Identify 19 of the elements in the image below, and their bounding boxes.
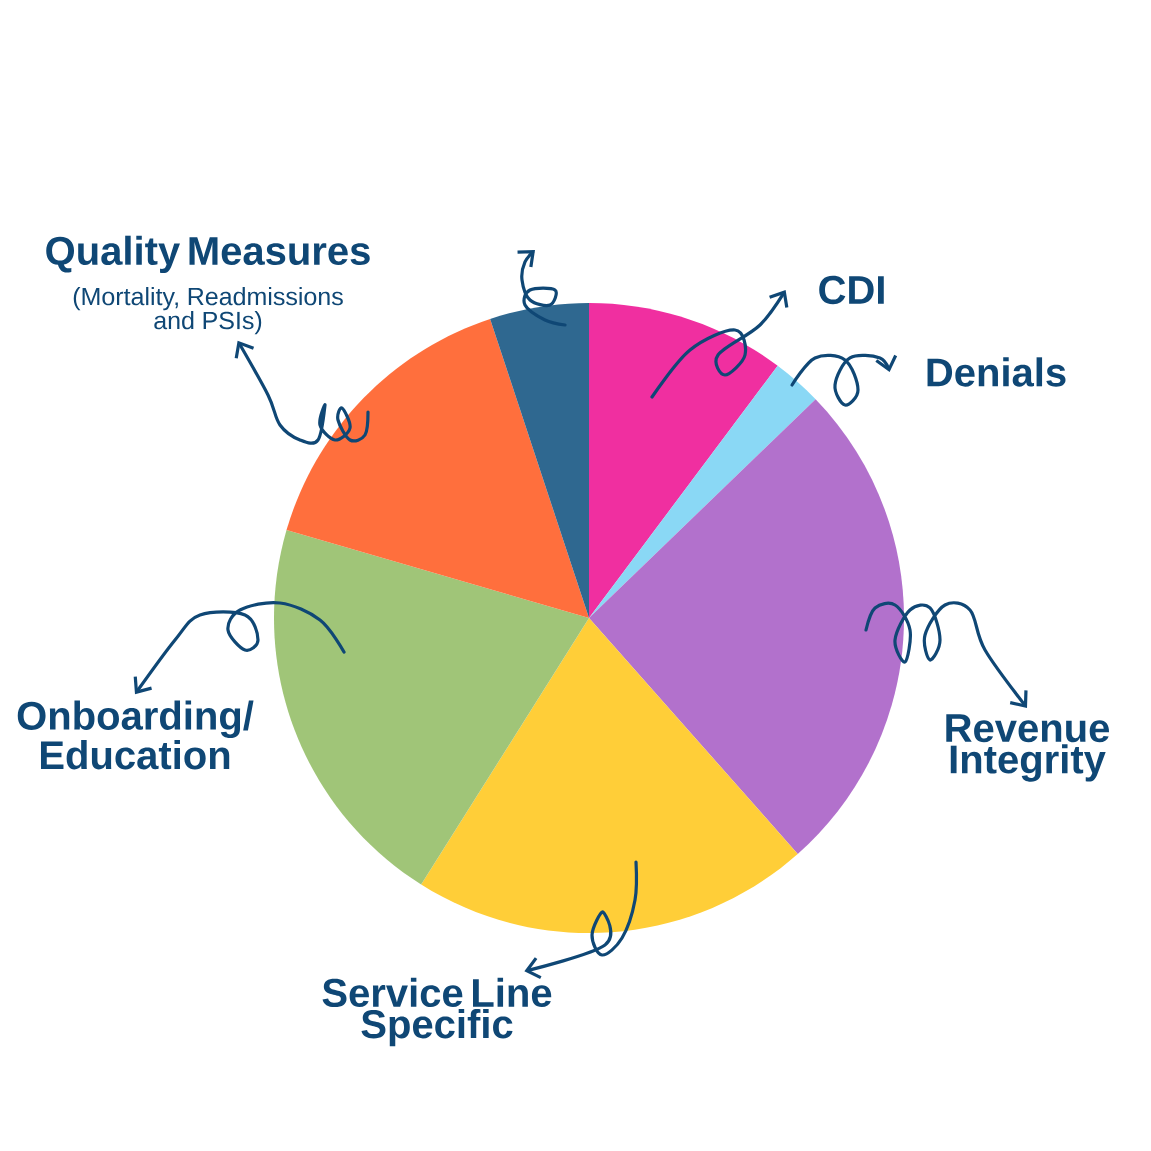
- curly-arrow: [133, 601, 346, 695]
- pie-slice: [589, 365, 816, 618]
- pie-slice: [421, 618, 798, 933]
- pie-slice: [274, 530, 589, 885]
- pie-slice: [589, 399, 904, 854]
- curly-arrow: [524, 860, 638, 979]
- category-label: CDI: [819, 275, 884, 305]
- pie-slice: [286, 318, 589, 618]
- category-label: Denials: [927, 357, 1066, 387]
- curly-arrow: [864, 601, 1028, 708]
- category-label: Quality Measures (Mortality, Readmissions and PSIs): [46, 235, 370, 335]
- curly-arrow: [650, 290, 789, 399]
- pie-slice: [490, 303, 589, 618]
- category-label: Onboarding/ Education: [17, 700, 254, 770]
- curly-arrow: [517, 250, 567, 327]
- category-label: Service Line Specific: [322, 977, 552, 1047]
- pie-slice: [589, 303, 778, 618]
- category-label: Revenue Integrity: [946, 714, 1109, 782]
- curly-arrow: [790, 353, 898, 407]
